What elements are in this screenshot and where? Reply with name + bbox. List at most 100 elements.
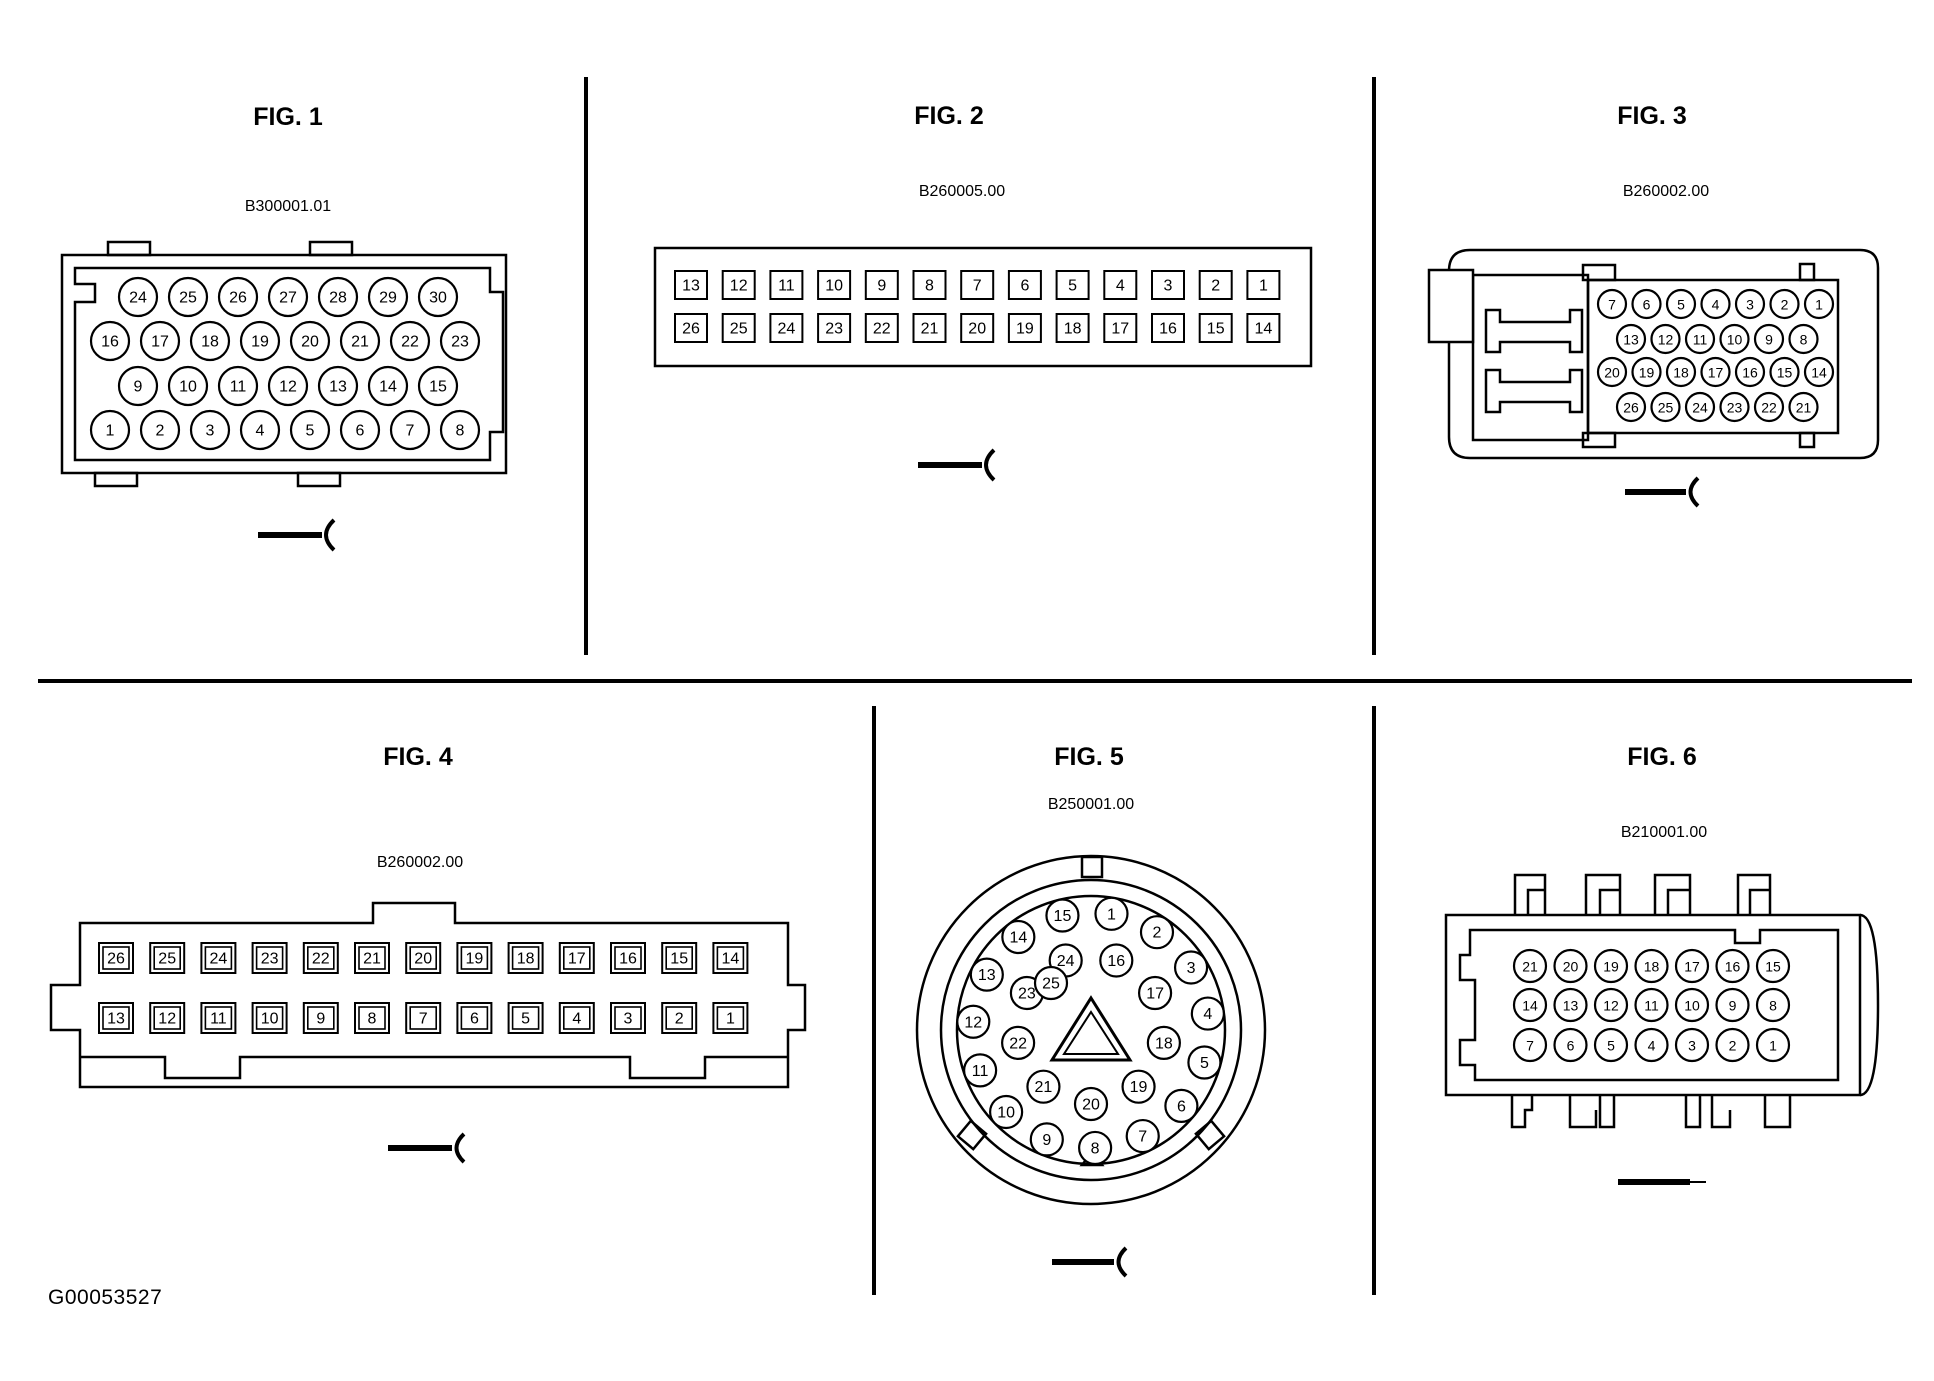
pin-number: 18 (1644, 959, 1660, 975)
pin: 16 (1099, 943, 1134, 978)
fig-3-key-mark (1625, 476, 1700, 508)
pin-number: 7 (406, 423, 415, 440)
pin-number: 14 (722, 951, 740, 968)
pin: 15 (1769, 356, 1800, 388)
pin: 7 (1125, 1118, 1160, 1154)
pin: 9 (1753, 323, 1785, 355)
pin: 4 (1190, 996, 1225, 1031)
pin: 7 (1596, 288, 1628, 320)
pin: 5 (1593, 1027, 1629, 1063)
fig-1-key-mark (258, 518, 336, 552)
pin-number: 21 (921, 321, 939, 338)
fig-5-title: FIG. 5 (1054, 743, 1124, 771)
pin: 7 (1512, 1027, 1548, 1063)
pin: 13 (1615, 323, 1647, 355)
pin-number: 23 (261, 951, 279, 968)
pin: 2 (1198, 270, 1233, 300)
pin: 10 (817, 270, 852, 300)
pin-number: 25 (1042, 976, 1060, 993)
pin-number: 21 (1796, 400, 1812, 416)
pin: 3 (1674, 1027, 1710, 1063)
pin: 24 (200, 942, 237, 974)
pin-number: 14 (379, 379, 397, 396)
pin-number: 23 (825, 321, 843, 338)
pin: 2 (1715, 1027, 1750, 1063)
pin-number: 13 (1623, 332, 1639, 348)
pin: 23 (817, 313, 852, 343)
pin: 20 (289, 320, 331, 362)
fig-5-part-number: B250001.00 (1048, 796, 1134, 813)
pin: 5 (1055, 270, 1090, 300)
pin: 13 (1553, 987, 1588, 1023)
pin-number: 11 (778, 278, 795, 295)
pin: 13 (674, 270, 708, 300)
pin: 4 (1634, 1027, 1669, 1063)
pin: 2 (139, 409, 181, 451)
pin-number: 11 (210, 1011, 227, 1028)
pin-number: 8 (368, 1011, 377, 1028)
pin: 6 (339, 409, 381, 451)
pin-number: 7 (1526, 1038, 1534, 1054)
pin-number: 14 (1522, 998, 1538, 1014)
pin: 29 (367, 276, 409, 318)
pin: 10 (167, 365, 209, 407)
pin: 20 (960, 313, 995, 343)
pin-number: 16 (619, 951, 637, 968)
pin-number: 3 (1688, 1038, 1696, 1054)
pin-number: 19 (1603, 959, 1619, 975)
pin: 1 (1803, 288, 1835, 320)
pin: 9 (302, 1002, 339, 1034)
pin: 22 (1001, 1025, 1036, 1060)
fig-1-connector-housing (60, 240, 508, 488)
pin: 23 (251, 942, 288, 974)
fig-4-title: FIG. 4 (383, 743, 453, 771)
pin-number: 22 (1009, 1035, 1027, 1052)
pin: 1 (89, 409, 131, 451)
pin: 14 (1803, 356, 1835, 388)
pin-number: 1 (726, 1011, 735, 1028)
pin: 20 (1596, 356, 1628, 388)
pin-number: 9 (134, 379, 143, 396)
pin: 18 (189, 320, 231, 362)
pin-number: 24 (129, 290, 147, 307)
pin-number: 17 (568, 951, 586, 968)
pin: 21 (1788, 391, 1819, 423)
pin: 18 (1665, 356, 1697, 388)
pin: 4 (558, 1002, 595, 1034)
fig-3-title: FIG. 3 (1617, 102, 1686, 130)
fig-4-key-mark (388, 1132, 466, 1164)
pin-number: 5 (1068, 278, 1077, 295)
pin-number: 19 (1016, 321, 1034, 338)
pin-number: 6 (1020, 278, 1029, 295)
pin-number: 22 (1761, 400, 1777, 416)
pin: 2 (1139, 915, 1175, 950)
pin: 28 (317, 276, 359, 318)
pin-number: 13 (978, 967, 996, 984)
fig-6-part-number: B210001.00 (1621, 824, 1707, 841)
pin-number: 21 (1035, 1079, 1053, 1096)
fig-5-pins: 1234567891011121314151617181920212223242… (956, 896, 1225, 1166)
pin: 14 (1246, 313, 1281, 343)
pin-number: 16 (1742, 365, 1758, 381)
pin: 26 (1615, 391, 1647, 423)
pin-number: 24 (1692, 400, 1708, 416)
pin-number: 8 (1091, 1140, 1100, 1157)
fig-5-key-mark (1052, 1246, 1128, 1278)
pin: 6 (1007, 270, 1042, 300)
pin-number: 20 (1082, 1097, 1100, 1114)
pin-number: 17 (1146, 986, 1164, 1003)
pin-number: 19 (1639, 365, 1655, 381)
pin: 13 (969, 957, 1004, 992)
pin-number: 23 (1018, 986, 1036, 1003)
pin-number: 24 (210, 951, 228, 968)
pin: 21 (354, 942, 390, 974)
pin-number: 10 (261, 1011, 279, 1028)
pin-number: 13 (682, 278, 700, 295)
pin-number: 20 (1563, 959, 1579, 975)
pin: 12 (1650, 323, 1681, 355)
pin: 30 (417, 276, 459, 318)
pin: 16 (1151, 313, 1185, 343)
pin: 19 (1121, 1069, 1156, 1104)
